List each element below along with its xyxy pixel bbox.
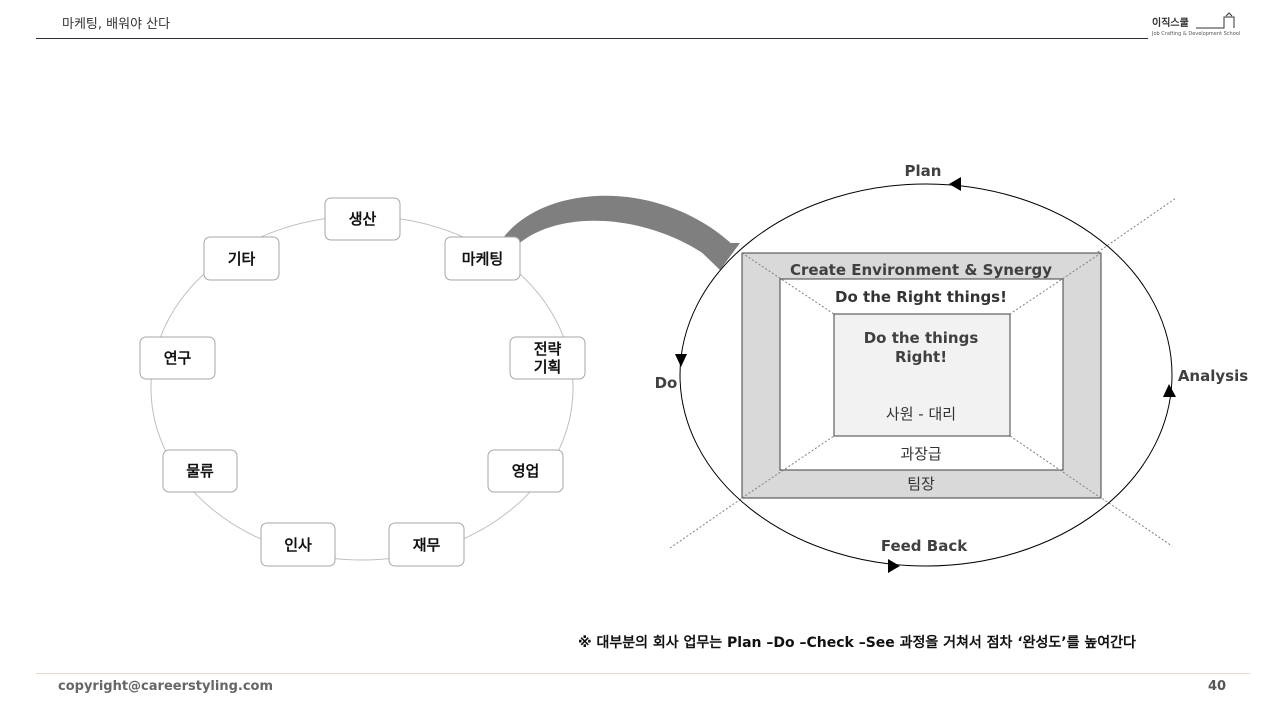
department-node-production: 생산 [324, 197, 401, 241]
department-node-hr: 인사 [260, 522, 336, 567]
department-node-strategy: 전략 기획 [509, 336, 586, 380]
inner-level-role: 사원 - 대리 [886, 405, 956, 423]
department-node-other: 기타 [203, 236, 280, 281]
department-node-sales: 영업 [487, 449, 564, 493]
logo-subtitle: Job Crafting & Development School [1152, 31, 1241, 37]
cycle-label-feedback: Feed Back [881, 537, 968, 555]
department-label-line2: 기획 [534, 358, 562, 376]
logo-text: 이직스쿨 [1152, 18, 1189, 29]
department-node-finance: 재무 [388, 522, 465, 567]
department-label: 연구 [164, 349, 192, 367]
cycle-arrowhead-icon [949, 177, 961, 191]
department-node-logistics: 물류 [162, 449, 238, 493]
logo-house-icon [1196, 12, 1235, 29]
frame-diagonal [741, 435, 835, 499]
cycle-label-do: Do [655, 374, 678, 392]
cycle-ellipse [679, 183, 1173, 567]
company-logo: 이직스쿨 Job Crafting & Development School [1150, 12, 1240, 40]
page-number: 40 [1208, 679, 1227, 694]
department-label: 마케팅 [462, 250, 503, 268]
department-label-line1: 전략 [534, 340, 562, 358]
footer-divider [36, 673, 1250, 674]
footnote: ※ 대부분의 회사 업무는 Plan –Do –Check –See 과정을 거… [578, 635, 1136, 651]
cycle-label-analysis: Analysis [1178, 367, 1248, 385]
cycle-label-plan: Plan [905, 162, 942, 180]
department-label: 물류 [186, 462, 214, 480]
department-label: 기타 [228, 250, 256, 268]
department-node-research: 연구 [139, 336, 216, 380]
curved-arrow-icon [503, 195, 733, 266]
cycle-arrowhead-icon [675, 354, 687, 367]
footer-copyright: copyright@careerstyling.com [58, 679, 274, 694]
department-label: 생산 [349, 210, 377, 228]
cycle-arrowhead-icon [1163, 384, 1176, 397]
middle-level-role: 과장급 [900, 445, 942, 463]
middle-level-title: Do the Right things! [835, 288, 1007, 306]
inner-level-title-line2: Right! [895, 348, 947, 366]
inner-level-box [833, 313, 1011, 437]
inner-level-title-line1: Do the things [864, 329, 979, 347]
department-node-marketing: 마케팅 [444, 236, 521, 281]
outer-level-title: Create Environment & Synergy [790, 261, 1052, 279]
outer-level-role: 팀장 [907, 475, 935, 493]
curved-arrow-head-icon [692, 243, 740, 270]
department-label: 재무 [413, 536, 441, 554]
department-label: 영업 [512, 462, 540, 480]
cycle-arrowhead-icon [888, 559, 900, 573]
header-divider [36, 38, 1148, 39]
department-label: 인사 [284, 536, 312, 554]
header-title: 마케팅, 배워야 산다 [62, 17, 171, 32]
